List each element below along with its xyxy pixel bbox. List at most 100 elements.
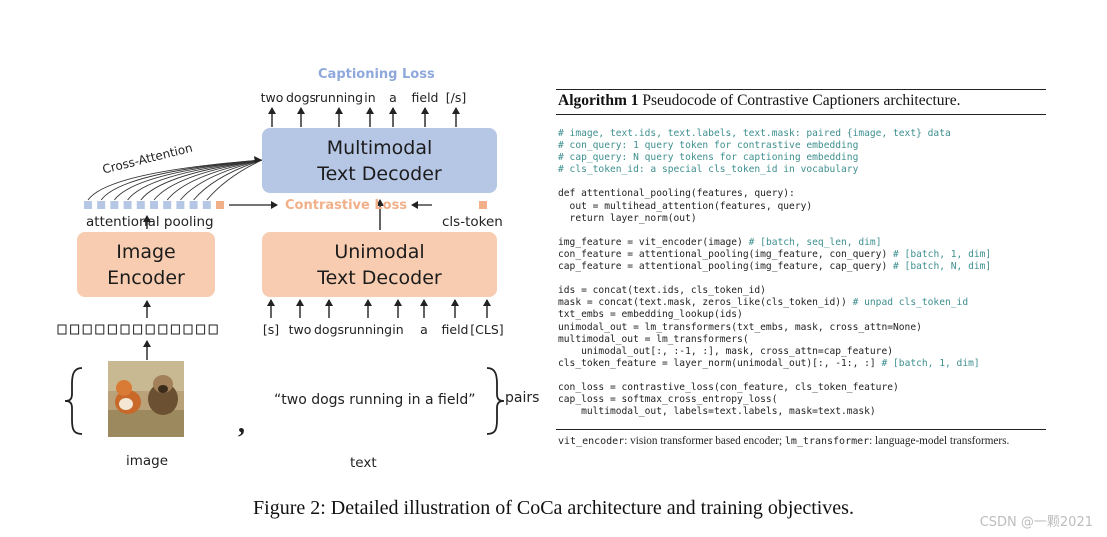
- patch-token: [133, 324, 143, 335]
- algorithm-bottom-rule: [556, 429, 1046, 430]
- code-line: con_loss = contrastive_loss(con_feature,…: [558, 381, 899, 393]
- right-brace: [486, 367, 505, 435]
- output-token-arrows: [268, 107, 460, 127]
- unimodal-decoder-label: Unimodal Text Decoder: [317, 240, 442, 289]
- output-token: running: [314, 90, 364, 105]
- code-line: cap_feature = attentional_pooling(img_fe…: [558, 261, 992, 273]
- input-token: [s]: [262, 322, 280, 337]
- algorithm-top-rule: [556, 89, 1046, 90]
- pooled-query-square: [136, 201, 145, 209]
- patch-token: [208, 324, 218, 335]
- contrastive-loss-label: Contrastive Loss: [285, 198, 408, 213]
- code-line: # image, text.ids, text.labels, text.mas…: [558, 128, 951, 139]
- cross-attention-line: [166, 159, 263, 201]
- input-token: dogs: [313, 322, 345, 337]
- code-line: [558, 225, 991, 237]
- pooled-query-square: [110, 201, 119, 209]
- input-token: two: [288, 322, 312, 337]
- code-line: return layer_norm(out): [558, 212, 697, 224]
- cross-attention-line: [140, 159, 263, 201]
- patch-token: [82, 324, 92, 335]
- output-token: [/s]: [445, 90, 467, 105]
- attentional-pooling-squares: [84, 201, 211, 209]
- footer-text-2: : language-model transformers.: [869, 435, 1010, 447]
- image-encoder-label: Image Encoder: [107, 240, 185, 289]
- code-line: ids = concat(text.ids, cls_token_id): [558, 285, 766, 297]
- pooled-query-square: [163, 201, 172, 209]
- pooled-query-square: [189, 201, 198, 209]
- patch-token: [95, 324, 105, 335]
- code-line: cls_token_feature = layer_norm(unimodal_…: [558, 357, 980, 369]
- pooled-query-square: [150, 201, 158, 209]
- multimodal-decoder-label: Multimodal Text Decoder: [317, 136, 442, 185]
- footer-code-2: lm_transformer: [784, 436, 870, 447]
- cross-attention-lines: [87, 156, 263, 201]
- pooled-query-square: [84, 201, 92, 209]
- algorithm-code: # image, text.ids, text.labels, text.mas…: [558, 128, 991, 418]
- algorithm-number: Algorithm 1: [558, 92, 639, 109]
- output-token: a: [389, 90, 397, 105]
- input-token: field: [441, 322, 469, 337]
- cls-token-label: cls-token: [442, 214, 503, 230]
- code-line: unimodal_out = lm_transformers(txt_embs,…: [558, 321, 922, 333]
- comma: ,: [238, 408, 245, 439]
- pooled-query-square: [176, 201, 185, 209]
- output-token: field: [411, 90, 439, 105]
- image-label: image: [126, 453, 169, 469]
- algorithm-title: Algorithm 1 Pseudocode of Contrastive Ca…: [558, 92, 960, 110]
- figure-caption: Figure 2: Detailed illustration of CoCa …: [253, 497, 854, 519]
- pooled-query-square: [97, 201, 106, 209]
- code-line: txt_embs = embedding_lookup(ids): [558, 309, 743, 321]
- footer-code-1: vit_encoder: [558, 436, 625, 447]
- code-line: img_feature = vit_encoder(image) # [batc…: [558, 236, 882, 248]
- text-label: text: [350, 455, 377, 471]
- code-line: cap_loss = softmax_cross_entropy_loss(: [558, 394, 778, 406]
- code-line: def attentional_pooling(features, query)…: [558, 188, 795, 200]
- code-line: # cap_query: N query tokens for captioni…: [558, 152, 859, 164]
- output-token: dogs: [285, 90, 317, 105]
- code-line: [558, 176, 991, 188]
- algorithm-footer: vit_encoder: vision transformer based en…: [558, 435, 1009, 447]
- input-token: in: [392, 322, 404, 337]
- cross-attention-arrowhead: [254, 156, 262, 163]
- patch-token: [145, 324, 155, 335]
- patch-token: [120, 324, 130, 335]
- code-line: [558, 273, 991, 285]
- watermark: CSDN @一颗2021: [979, 515, 1093, 530]
- attentional-pooling-label: attentional pooling: [86, 214, 214, 230]
- code-line: # cls_token_id: a special cls_token_id i…: [558, 164, 859, 176]
- cls-token-square: [479, 201, 487, 209]
- left-brace: [64, 367, 83, 435]
- multimodal-text-decoder: Multimodal Text Decoder: [262, 128, 497, 193]
- patch-token: [57, 324, 67, 335]
- image-encoder: Image Encoder: [77, 232, 215, 297]
- captioning-loss-label: Captioning Loss: [318, 67, 435, 82]
- patch-token: [196, 324, 206, 335]
- input-token: running: [343, 322, 393, 337]
- image-patch-tokens: [57, 324, 218, 335]
- con-query-square: [216, 201, 224, 209]
- code-line: multimodal_out = lm_transformers(: [558, 333, 749, 345]
- dogs-photo: [108, 361, 184, 437]
- algorithm-title-rule: [556, 114, 1046, 115]
- pairs-label: pairs: [505, 390, 540, 406]
- text-sample: “two dogs running in a field”: [274, 392, 476, 408]
- pooled-query-square: [123, 201, 132, 209]
- input-token-arrows: [267, 299, 491, 318]
- code-line: # con_query: 1 query token for contrasti…: [558, 140, 859, 152]
- output-token: in: [364, 90, 376, 105]
- cross-attention-line: [127, 159, 263, 201]
- pooled-query-square: [202, 201, 211, 209]
- cross-attention-line: [180, 159, 263, 201]
- algorithm-title-text: Pseudocode of Contrastive Captioners arc…: [638, 92, 961, 109]
- cross-attention-line: [153, 159, 263, 201]
- cross-attention-line: [193, 159, 263, 201]
- patch-token: [170, 324, 180, 335]
- code-line: mask = concat(text.mask, zeros_like(cls_…: [558, 297, 969, 309]
- input-token: [CLS]: [470, 322, 504, 337]
- output-token: two: [260, 90, 284, 105]
- cross-attention-line: [206, 159, 263, 201]
- code-line: [558, 370, 991, 382]
- unimodal-text-decoder: Unimodal Text Decoder: [262, 232, 497, 297]
- patch-token: [158, 324, 168, 335]
